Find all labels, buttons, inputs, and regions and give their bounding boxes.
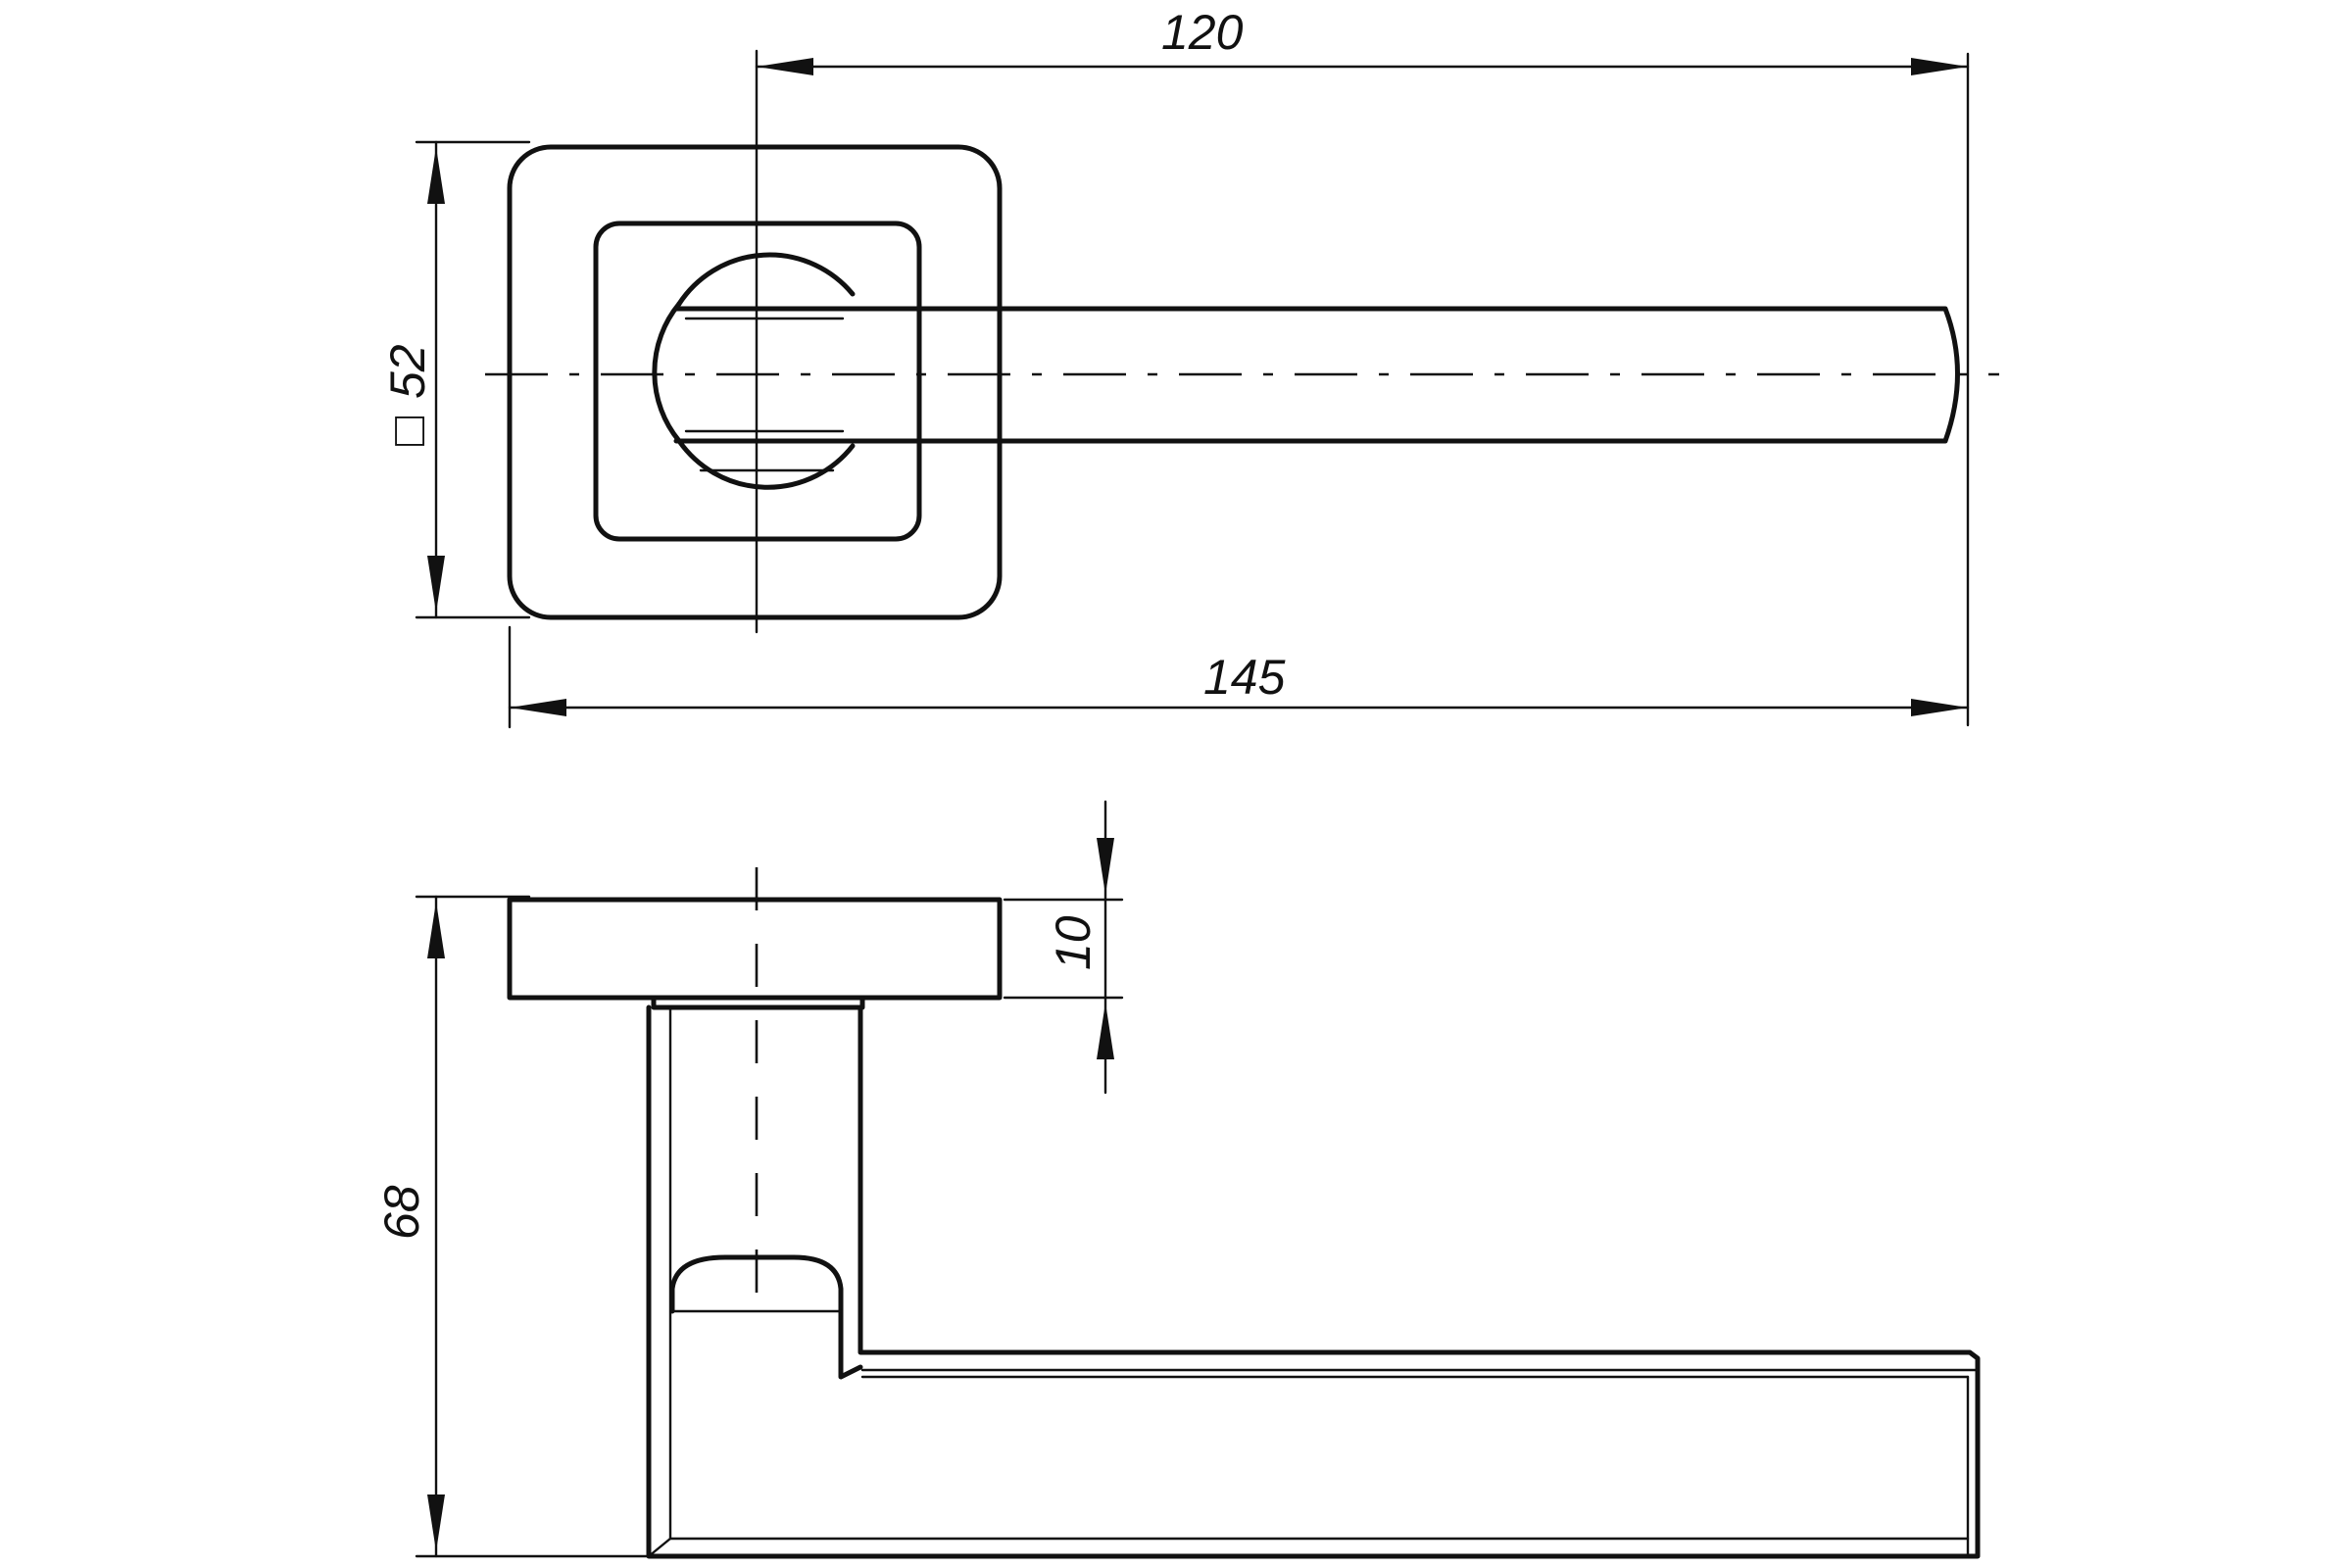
- side-view: [507, 867, 1981, 1559]
- dimension-52: □ 52: [380, 140, 531, 619]
- dimension-120: 120: [755, 5, 1970, 727]
- rose-plate-side: [507, 897, 1003, 1001]
- neck-rim: [651, 995, 865, 1010]
- lever-body: [646, 1004, 1981, 1559]
- lever-bottom-bevel: [647, 1537, 672, 1558]
- lever-inner-step: [669, 1254, 863, 1380]
- dimension-145: 145: [508, 625, 1970, 729]
- dimension-label-10: 10: [1046, 915, 1101, 970]
- neck-circle-lower: [676, 438, 856, 490]
- dimension-68: 68: [374, 895, 649, 1558]
- neck-circle-left: [652, 301, 682, 444]
- dimension-label-52: 52: [380, 344, 435, 399]
- dimension-label-68: 68: [374, 1185, 429, 1240]
- dimension-symbol-square: □: [380, 416, 435, 446]
- neck-circle: [676, 252, 856, 307]
- dimension-label-120: 120: [1161, 5, 1244, 60]
- dimension-label-145: 145: [1203, 650, 1286, 705]
- top-view: [485, 49, 1999, 634]
- rose-outer: [507, 144, 1003, 620]
- dimension-10: 10: [1003, 800, 1124, 1095]
